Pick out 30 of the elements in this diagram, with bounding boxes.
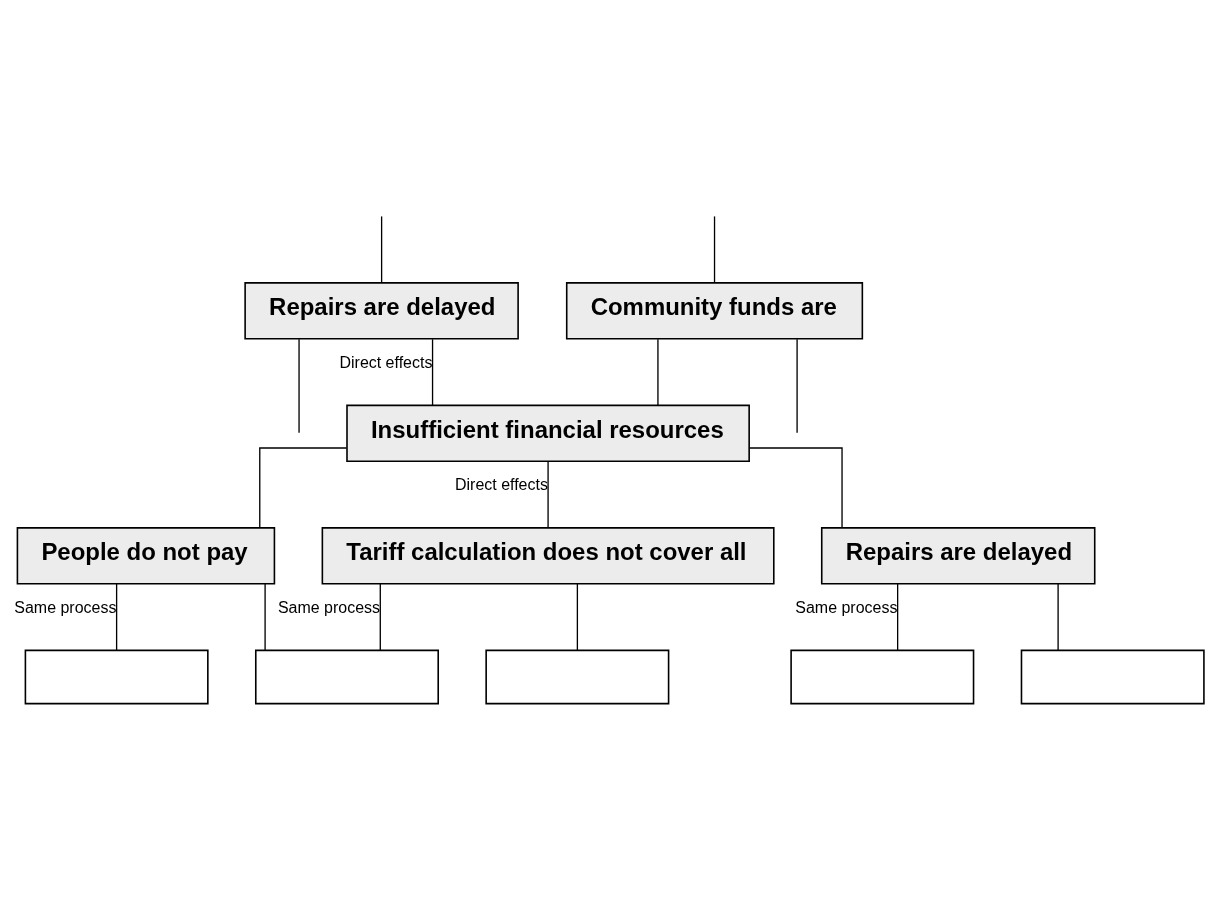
node-box: Repairs are delayed: [820, 527, 1096, 585]
node-box: [1020, 649, 1205, 705]
node-box: Community funds are: [565, 282, 864, 340]
node-box: People do not pay: [16, 527, 276, 585]
node-box: Repairs are delayed: [244, 282, 519, 340]
connector: [431, 338, 434, 406]
edge-label: Same process: [795, 598, 898, 616]
connector: [115, 583, 118, 651]
node-box: Insufficient financial resources: [346, 404, 750, 463]
connector: [796, 338, 798, 434]
node-box: [485, 649, 670, 705]
connector: [259, 447, 348, 529]
connector: [748, 447, 843, 529]
connector: [657, 338, 659, 406]
edge-label: Same process: [277, 598, 381, 616]
edge-label: Same process: [14, 598, 117, 616]
connector: [1057, 583, 1059, 651]
node-box: [255, 649, 439, 705]
node-box: [790, 649, 975, 705]
connector: [380, 215, 383, 284]
connector: [576, 583, 579, 651]
node-box: Tariff calculation does not cover all: [321, 527, 775, 585]
edge-label: Direct effects: [339, 353, 433, 371]
connector: [896, 583, 899, 651]
connector: [298, 338, 300, 434]
connector: [713, 215, 716, 284]
connector: [547, 461, 549, 529]
connector: [379, 583, 381, 651]
node-box: [24, 649, 209, 705]
connector: [264, 583, 266, 651]
